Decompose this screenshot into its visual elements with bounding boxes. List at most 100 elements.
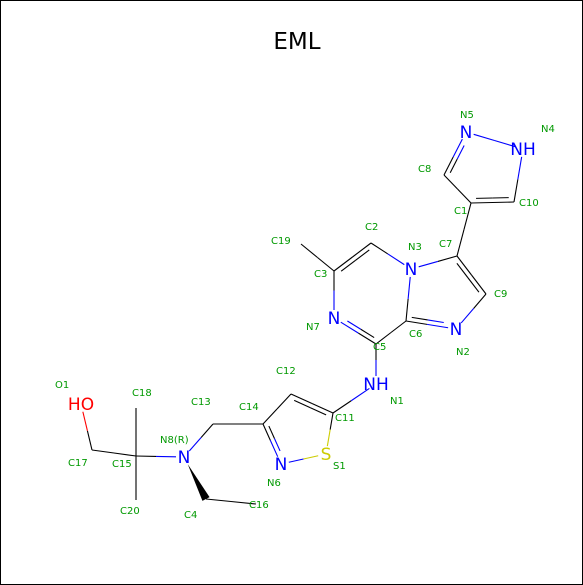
atom-label-c14: C14	[239, 402, 259, 413]
bond-c7-n3-b	[418, 260, 438, 268]
atom-label-n8: N8(R)	[160, 435, 189, 446]
bond-c2-c3-b	[333, 256, 353, 272]
bond-n6-s1-a	[288, 458, 304, 463]
element-symbol-n6: N	[275, 455, 288, 475]
bond-c15-c17-b	[91, 449, 115, 454]
bond-c15-c17-a	[113, 452, 137, 457]
bond-n5-c8-inner-a	[456, 145, 465, 160]
element-symbol-n3: N	[405, 260, 418, 280]
bond-n1-c11-a	[350, 388, 370, 402]
bond-c14-n6-inner-b	[273, 438, 281, 452]
bond-c14-n6-a	[262, 423, 271, 441]
atom-label-n4: N4	[541, 124, 555, 135]
bond-c1-c10-b	[492, 201, 515, 204]
atom-label-c5: C5	[373, 342, 386, 353]
bond-c6-n3-b	[407, 276, 411, 300]
bond-c11-c12-inner-b	[293, 399, 311, 409]
bond-c14-n6-b	[269, 440, 279, 457]
bond-c7-c9-b	[471, 274, 487, 295]
bond-n8-c4-wedge	[187, 464, 210, 501]
bond-c11-c12-inner-a	[309, 407, 327, 416]
bond-n7-c5-b	[358, 332, 377, 345]
atom-label-c2: C2	[365, 222, 378, 233]
bond-n2-c6-inner-a	[427, 319, 444, 324]
bond-n2-c6-inner-b	[411, 316, 428, 321]
atom-label-c4: C4	[184, 510, 197, 521]
atom-label-c8: C8	[418, 164, 431, 175]
atom-label-c16: C16	[249, 500, 269, 511]
bond-c12-c14-b	[262, 408, 278, 425]
bond-c13-n8-b	[188, 437, 202, 452]
atom-label-c11: C11	[335, 413, 355, 424]
atom-label-n2: N2	[456, 347, 470, 358]
bond-c17-o1-b	[82, 411, 88, 432]
atom-label-c15: C15	[112, 459, 132, 470]
bond-n2-c6-b	[405, 320, 428, 325]
bond-c2-c3-inner-a	[354, 249, 370, 262]
bond-c8-c1-b	[457, 188, 472, 204]
element-symbol-n4: NH	[510, 140, 536, 160]
bond-n5-c8-b	[443, 156, 454, 176]
bond-c2-c3-a	[352, 242, 372, 258]
bond-c14-n6-inner-a	[268, 425, 275, 439]
bond-n5-n4-a	[473, 133, 495, 142]
atom-label-c3: C3	[314, 269, 327, 280]
bond-n6-s1-b	[303, 455, 319, 460]
bond-c17-o1-a	[86, 430, 93, 451]
bond-s1-c11-a	[326, 429, 331, 447]
atom-label-s1: S1	[333, 461, 346, 472]
bond-layer	[82, 133, 523, 505]
bond-c7-n3-a	[437, 255, 458, 262]
bond-c10-n4-a	[513, 179, 519, 203]
element-symbol-o1: HO	[68, 395, 94, 415]
atom-label-n1: N1	[390, 396, 404, 407]
bond-n7-c5-a	[340, 321, 359, 334]
bond-c11-c12-b	[290, 393, 313, 405]
bond-c6-n3-a	[405, 298, 409, 322]
bond-c3-c19-b	[300, 243, 318, 258]
bond-c2-c3-inner-b	[340, 260, 356, 272]
bond-c12-c14-a	[276, 393, 292, 410]
atom-label-n6: N6	[267, 478, 281, 489]
bond-c7-c9-inner-a	[456, 262, 469, 279]
element-symbol-n7: N	[328, 309, 341, 329]
bond-n1-c11-b	[332, 400, 352, 414]
atom-label-c17: C17	[68, 458, 88, 469]
bond-c7-c9-a	[456, 255, 472, 276]
bond-n2-c6-a	[426, 323, 449, 329]
atom-label-c20: C20	[120, 506, 140, 517]
bond-c3-c19-a	[317, 257, 335, 272]
atom-label-c9: C9	[494, 289, 507, 300]
bond-s1-c11-b	[329, 412, 334, 430]
bond-n3-c2-a	[387, 253, 405, 266]
bond-c10-n4-b	[517, 156, 523, 180]
bond-c8-c1-a	[443, 174, 458, 190]
bond-c11-c12-a	[311, 402, 334, 414]
bond-c5-c6-a	[375, 332, 392, 345]
atom-label-c7: C7	[439, 239, 452, 250]
element-symbol-n1: NH	[363, 375, 389, 395]
bond-c1-c10-a	[470, 201, 493, 204]
atom-label-c12: C12	[276, 366, 296, 377]
bond-n3-c2-b	[370, 242, 388, 255]
bond-c5-c6-b	[390, 320, 407, 333]
bond-n5-c8-inner-b	[449, 158, 458, 173]
bond-c13-n8-a	[200, 423, 214, 438]
element-symbol-s1: S	[321, 445, 332, 465]
bond-n7-c5-inner-b	[360, 328, 375, 339]
bond-c9-n2-b	[460, 308, 475, 324]
atom-label-c10: C10	[519, 198, 539, 209]
bond-c4-c16-a	[205, 498, 232, 503]
atom-label-c6: C6	[409, 329, 422, 340]
diagram-title: EML	[273, 29, 320, 55]
element-symbol-n5: N	[460, 123, 473, 143]
atom-label-c19: C19	[271, 236, 291, 247]
element-symbol-n2: N	[450, 320, 463, 340]
atom-label-n3: N3	[408, 242, 422, 253]
bond-c7-c9-inner-b	[467, 277, 480, 293]
atom-label-n5: N5	[460, 110, 474, 121]
atom-label-c13: C13	[191, 397, 211, 408]
